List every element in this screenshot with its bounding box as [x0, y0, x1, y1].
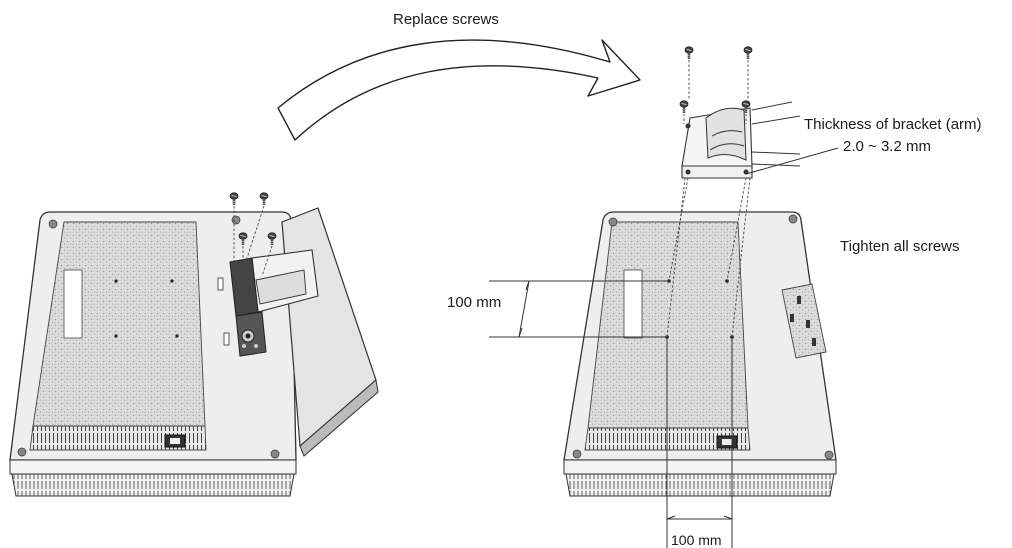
right-monitor — [563, 211, 837, 497]
right-back-panel — [587, 221, 749, 429]
thickness-title-label: Thickness of bracket (arm) — [804, 116, 982, 133]
horizontal-dimension — [666, 337, 733, 548]
curved-arrow — [277, 39, 641, 141]
left-screws — [229, 192, 277, 280]
right-screws — [666, 46, 753, 338]
vertical-dimension — [489, 280, 669, 338]
replace-screws-label: Replace screws — [393, 11, 499, 28]
left-stand — [229, 207, 379, 457]
horizontal-spacing-label: 100 mm — [671, 532, 722, 548]
bracket-arm — [681, 101, 801, 179]
thickness-leader-line — [745, 147, 839, 175]
thickness-value-label: 2.0 ~ 3.2 mm — [843, 138, 931, 155]
tighten-label: Tighten all screws — [840, 238, 960, 255]
vertical-spacing-label: 100 mm — [447, 294, 501, 311]
left-monitor — [9, 211, 297, 497]
